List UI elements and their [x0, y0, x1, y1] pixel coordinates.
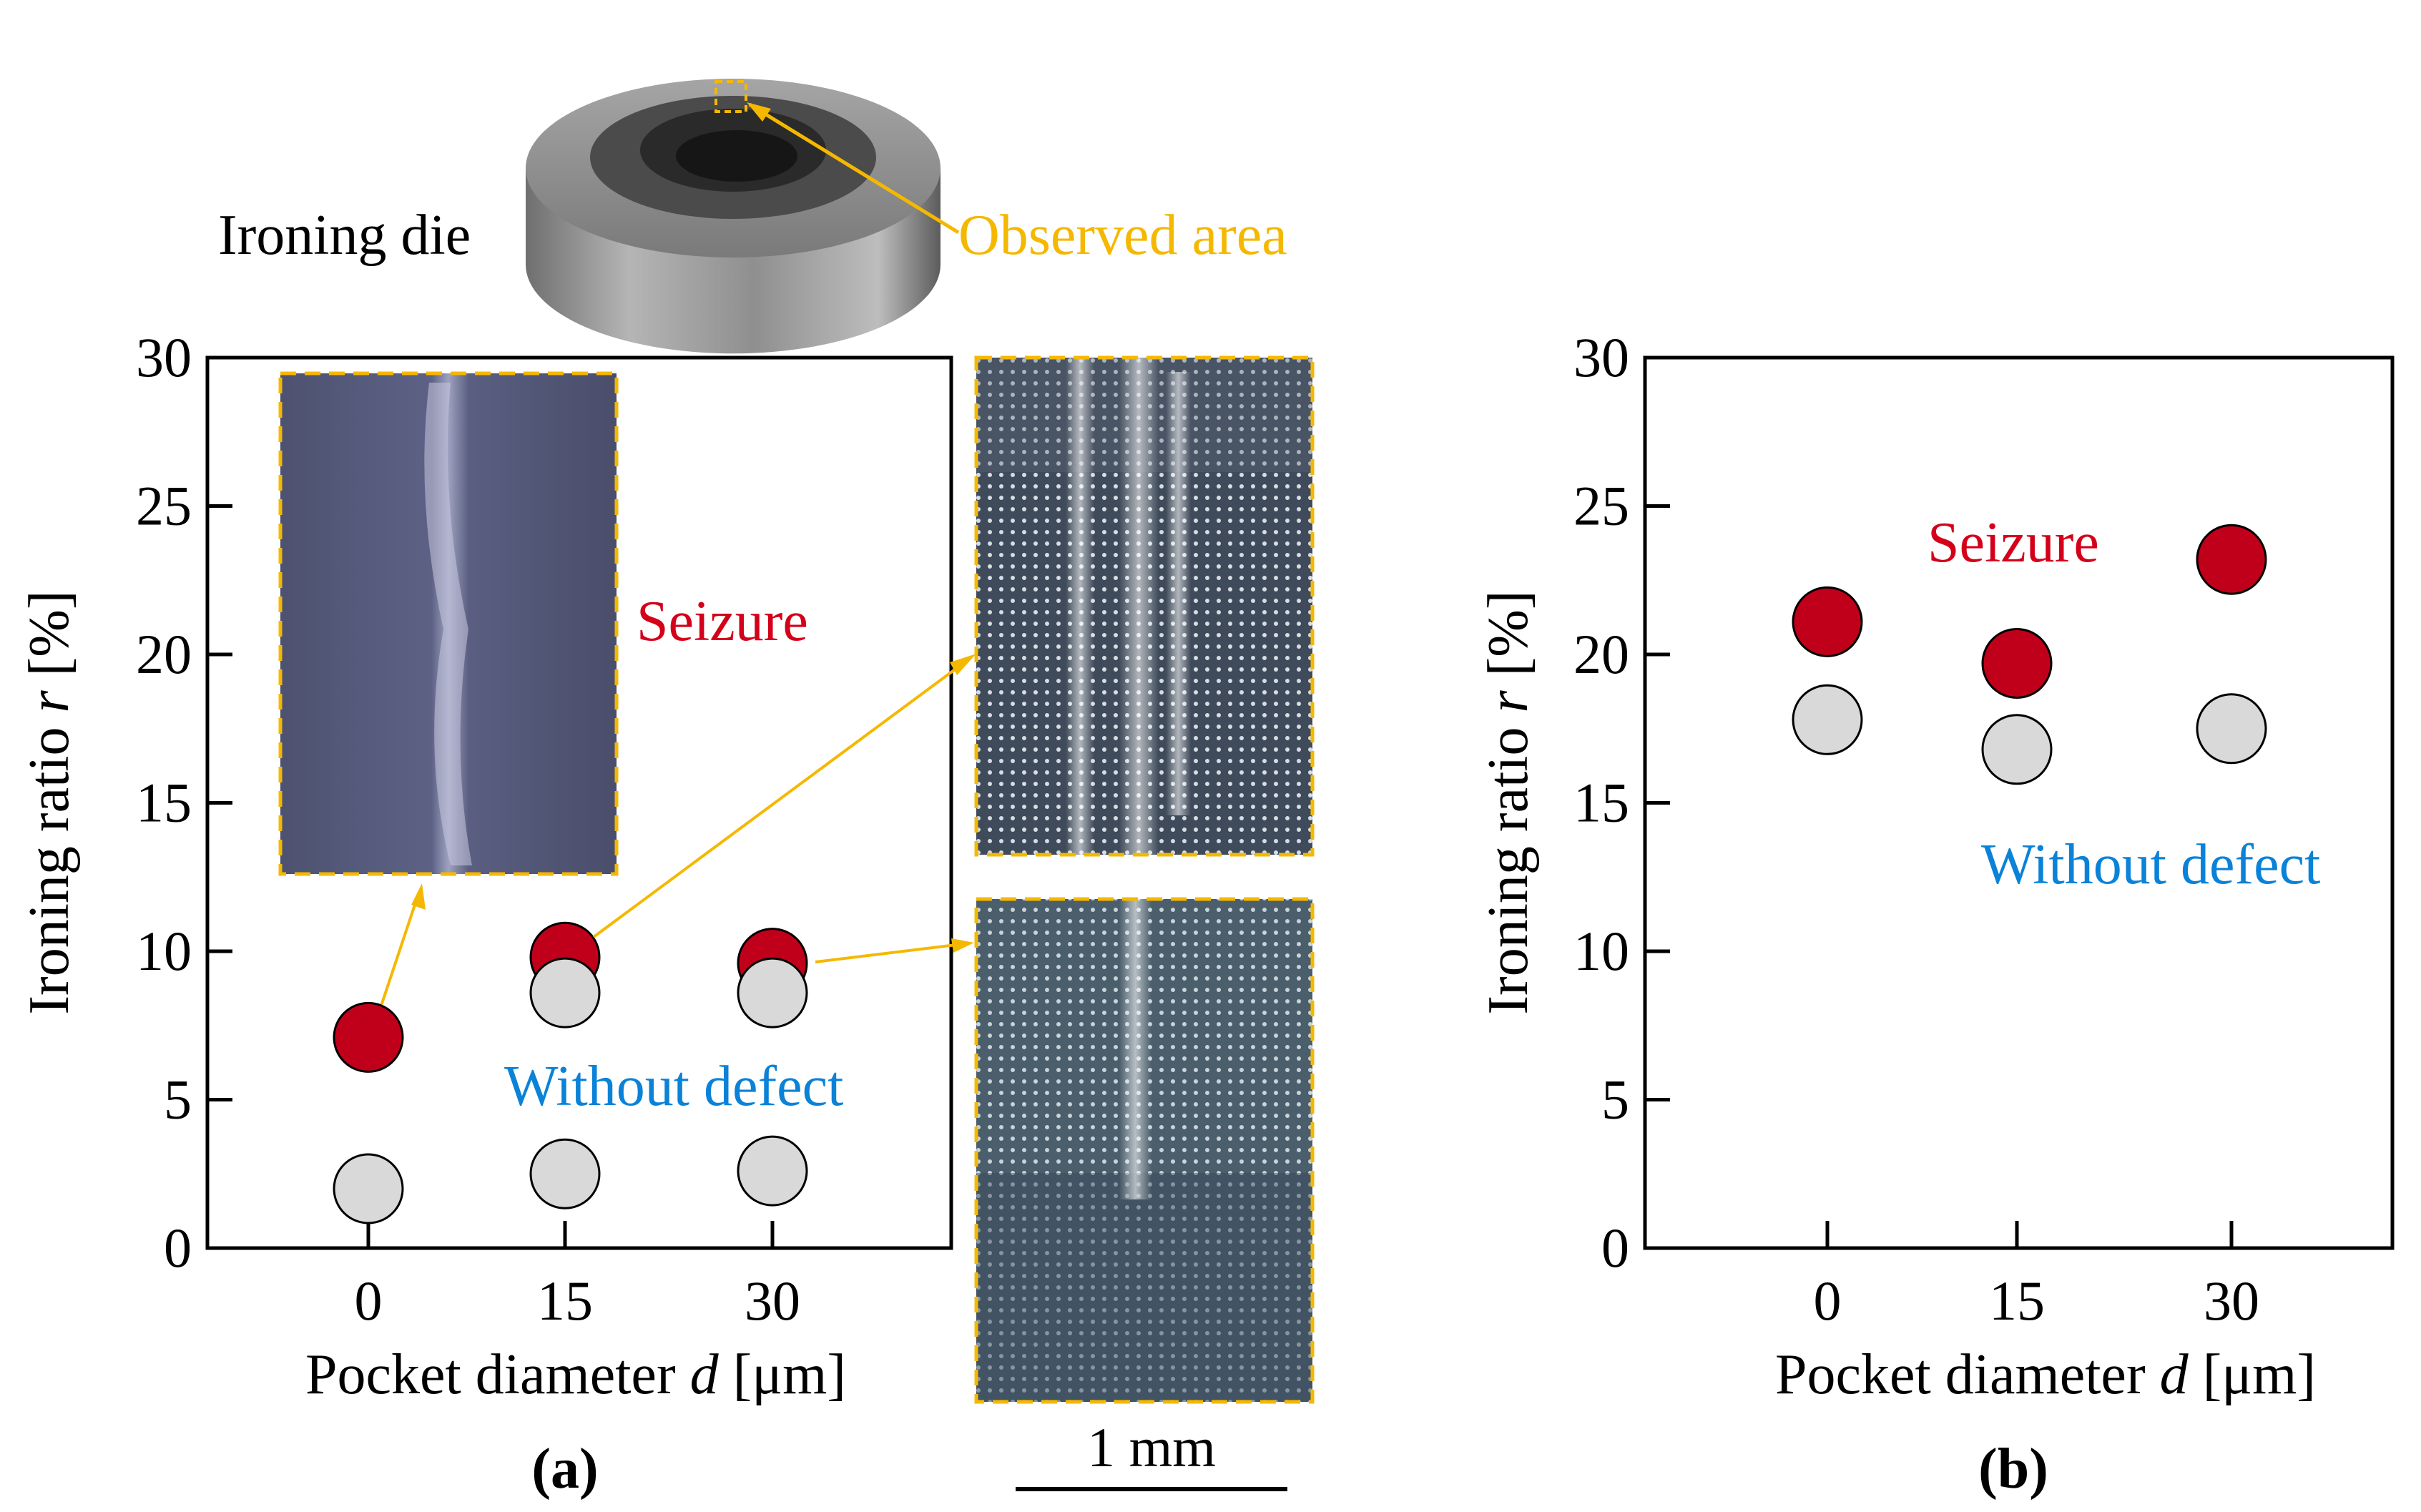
- callout-arrow-d30: [815, 943, 963, 963]
- y-tick-label-b: 0: [1601, 1217, 1629, 1279]
- without-defect-point-a: [529, 1138, 601, 1209]
- observed-area-box: [714, 80, 747, 113]
- y-tick-label-a: 25: [136, 475, 192, 537]
- micrograph-d30: [974, 897, 1315, 1404]
- without-defect-label-a: Without defect: [504, 1055, 843, 1118]
- y-axis-label-b: Ironing ratio r [%]: [1477, 590, 1540, 1014]
- y-tick-label-b: 5: [1601, 1069, 1629, 1131]
- panel-label-b: (b): [1978, 1438, 2048, 1501]
- x-axis-label-b: Pocket diameter d [μm]: [1775, 1343, 2316, 1406]
- without-defect-point-b: [1981, 714, 2053, 785]
- observed-area-arrow: [748, 102, 960, 235]
- without-defect-point-b: [1792, 684, 1863, 755]
- without-defect-point-a: [737, 1135, 808, 1207]
- y-tick-label-a: 5: [164, 1069, 192, 1131]
- seizure-point-b: [1792, 586, 1863, 657]
- plot-frame-b: [1643, 355, 2395, 1250]
- seizure-label-b: Seizure: [1928, 511, 2099, 574]
- micrograph-d0: [278, 371, 619, 876]
- x-tick-label-b: 0: [1814, 1270, 1842, 1332]
- x-tick-label-b: 15: [1989, 1270, 2045, 1332]
- ironing-die-photo: [526, 79, 941, 354]
- y-tick-label-a: 15: [136, 772, 192, 834]
- y-tick-label-a: 20: [136, 623, 192, 685]
- y-tick-label-b: 25: [1573, 475, 1629, 537]
- y-tick-label-b: 30: [1573, 326, 1629, 388]
- y-tick-label-a: 10: [136, 920, 192, 982]
- observed-area-arrowhead: [747, 102, 771, 122]
- panel-label-a: (a): [531, 1438, 598, 1501]
- y-tick-label-b: 10: [1573, 920, 1629, 982]
- panel-b: Seizure Without defect 0 5 10 15 20 25 30 0 15 3…: [1477, 326, 2395, 1501]
- without-defect-point-b: [2196, 693, 2267, 765]
- micrograph-d15: [974, 355, 1315, 857]
- y-tick-label-b: 20: [1573, 623, 1629, 685]
- y-tick-label-b: 15: [1573, 772, 1629, 834]
- seizure-label-a: Seizure: [637, 590, 808, 653]
- x-tick-label-a: 0: [355, 1270, 383, 1332]
- seizure-point-b: [1981, 627, 2053, 699]
- x-tick-label-a: 30: [745, 1270, 800, 1332]
- callout-arrowhead-d15: [950, 654, 976, 675]
- seizure-point-b: [2196, 524, 2267, 595]
- callout-arrow-d15: [592, 660, 967, 938]
- without-defect-point-a: [529, 957, 601, 1029]
- y-tick-label-a: 0: [164, 1217, 192, 1279]
- callout-arrowhead-d0: [411, 883, 426, 910]
- panel-a: Seizure Without defect 0 5 10 15 20 25 30 0 15 3…: [18, 326, 953, 1501]
- die-label: Ironing die: [218, 204, 471, 267]
- x-axis-label-a: Pocket diameter d [μm]: [305, 1343, 846, 1406]
- without-defect-point-a: [737, 957, 808, 1029]
- y-axis-label-a: Ironing ratio r [%]: [18, 590, 81, 1014]
- without-defect-point-a: [333, 1153, 404, 1224]
- callout-arrowhead-d30: [951, 938, 974, 953]
- seizure-point-a: [333, 1001, 404, 1073]
- scale-bar-label: 1 mm: [1087, 1416, 1216, 1478]
- x-tick-label-b: 30: [2204, 1270, 2259, 1332]
- y-tick-label-a: 30: [136, 326, 192, 388]
- observed-area-label: Observed area: [958, 204, 1287, 267]
- x-tick-label-a: 15: [537, 1270, 593, 1332]
- without-defect-label-b: Without defect: [1981, 833, 2320, 896]
